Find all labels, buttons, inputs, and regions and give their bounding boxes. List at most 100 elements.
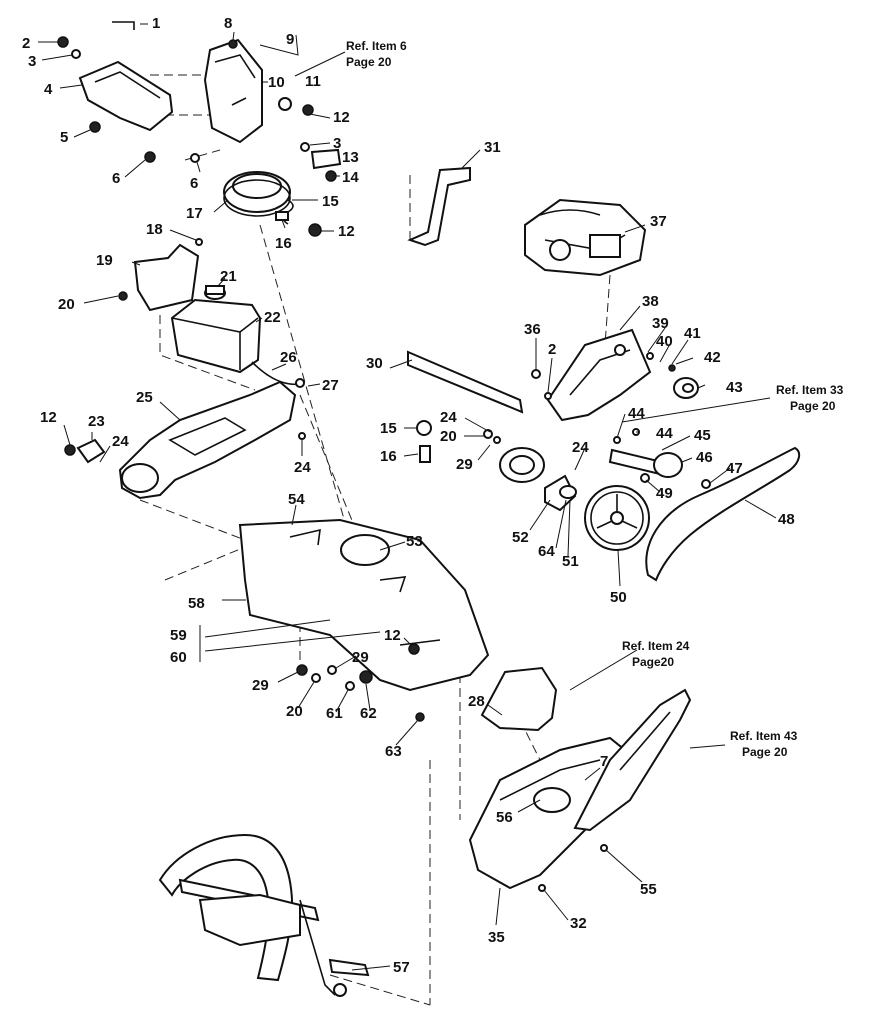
callout-24: 24 [440,409,457,426]
callout-24: 24 [294,459,311,476]
callout-6: 6 [112,170,120,187]
callout-44: 44 [628,405,645,422]
callout-16: 16 [380,448,397,465]
ref-item-6-page: Page 20 [346,55,392,69]
callout-53: 53 [406,533,423,550]
auger-57 [158,833,370,997]
callout-49: 49 [656,485,673,502]
callout-29: 29 [352,649,369,666]
drive-pulley-50 [584,485,650,551]
callout-61: 61 [326,705,343,722]
callout-24: 24 [572,439,589,456]
callout-8: 8 [224,15,232,32]
ref-item-24-page: Page20 [632,655,674,669]
auger-housing-58 [238,518,490,692]
callout-57: 57 [393,959,410,976]
callout-62: 62 [360,705,377,722]
callout-51: 51 [562,553,579,570]
callout-55: 55 [640,881,657,898]
engine-mount-38 [531,328,676,422]
ref-item-33-page: Page 20 [790,399,836,413]
callout-7: 7 [600,753,608,770]
callout-54: 54 [288,491,305,508]
callout-20: 20 [440,428,457,445]
callout-26: 26 [280,349,297,366]
drive-belt-48 [645,446,801,582]
callout-20: 20 [58,296,75,313]
callout-5: 5 [60,129,68,146]
callout-40: 40 [656,333,673,350]
callout-25: 25 [136,389,153,406]
brace-31 [407,166,471,247]
callout-12: 12 [384,627,401,644]
callout-numbers: 1 2 3 4 5 6 6 8 9 10 11 12 3 13 14 15 16… [22,15,795,976]
callout-15: 15 [380,420,397,437]
callout-3: 3 [28,53,36,70]
ref-item-43-page: Page 20 [742,745,788,759]
reference-notes: Ref. Item 6 Page 20 Ref. Item 33 Page 20… [346,39,844,759]
callout-41: 41 [684,325,701,342]
callout-27: 27 [322,377,339,394]
ref-item-6-label: Ref. Item 6 [346,39,407,53]
callout-15: 15 [322,193,339,210]
callout-48: 48 [778,511,795,528]
air-intake-shroud [203,38,263,144]
callout-52: 52 [512,529,529,546]
callout-47: 47 [726,460,743,477]
engine-37 [524,198,647,277]
callout-17: 17 [186,205,203,222]
callout-58: 58 [188,595,205,612]
callout-45: 45 [694,427,711,444]
callout-50: 50 [610,589,627,606]
callout-59: 59 [170,627,187,644]
callout-29: 29 [456,456,473,473]
callout-60: 60 [170,649,187,666]
callout-38: 38 [642,293,659,310]
callout-4: 4 [44,81,53,98]
callout-28: 28 [468,693,485,710]
callout-2: 2 [22,35,30,52]
callout-46: 46 [696,449,713,466]
belt-guard-28 [480,666,558,732]
callout-35: 35 [488,929,505,946]
callout-42: 42 [704,349,721,366]
ref-item-24-label: Ref. Item 24 [622,639,690,653]
callout-32: 32 [570,915,587,932]
callout-36: 36 [524,321,541,338]
callout-64: 64 [538,543,555,560]
callout-63: 63 [385,743,402,760]
callout-30: 30 [366,355,383,372]
arm-45-46 [608,428,711,489]
callout-43: 43 [726,379,743,396]
callout-37: 37 [650,213,667,230]
callout-18: 18 [146,221,163,238]
bracket-19 [118,238,203,312]
ref-item-43-label: Ref. Item 43 [730,729,798,743]
chute-ring [223,171,291,217]
callout-24: 24 [112,433,129,450]
callout-9: 9 [286,31,294,48]
callout-56: 56 [496,809,513,826]
lower-hardware [296,664,425,722]
callout-44: 44 [656,425,673,442]
ref-item-33-label: Ref. Item 33 [776,383,844,397]
callout-20: 20 [286,703,303,720]
callout-12: 12 [333,109,350,126]
callout-3: 3 [333,135,341,152]
fuel-tank [170,285,262,374]
callout-14: 14 [342,169,359,186]
pulley-assembly [499,447,577,512]
callout-19: 19 [96,252,113,269]
callout-12: 12 [40,409,57,426]
rail-30 [407,350,524,463]
callout-10: 10 [268,74,285,91]
leader-lines [38,23,777,971]
callout-1: 1 [152,15,160,32]
callout-31: 31 [484,139,501,156]
callout-21: 21 [220,268,237,285]
callout-13: 13 [342,149,359,166]
callout-23: 23 [88,413,105,430]
callout-22: 22 [264,309,281,326]
callout-39: 39 [652,315,669,332]
